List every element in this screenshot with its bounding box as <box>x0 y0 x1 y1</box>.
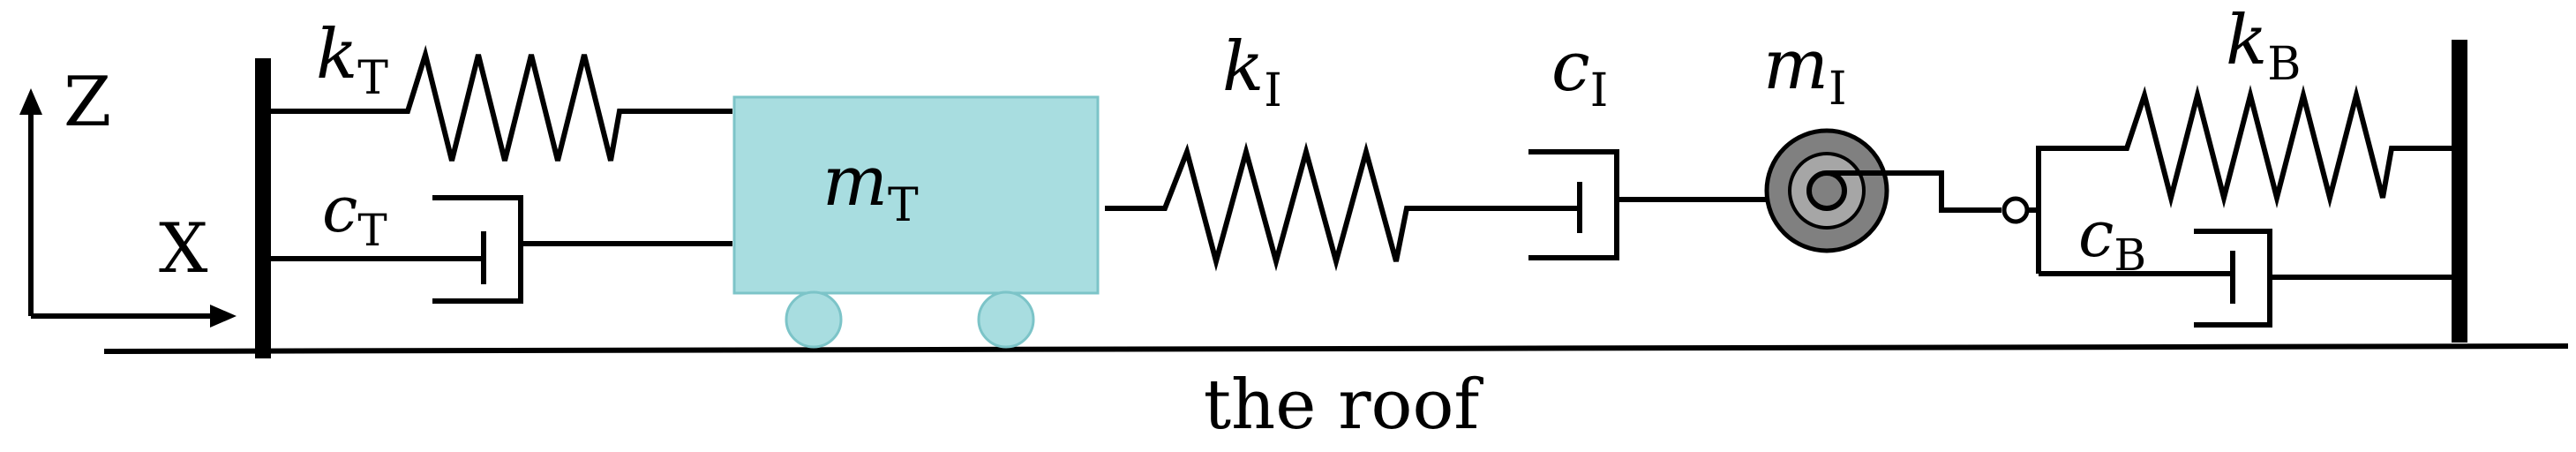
spring-kT <box>263 44 732 162</box>
x-arrowhead <box>210 305 237 328</box>
z-arrowhead <box>19 88 42 115</box>
wheel-left <box>785 290 843 349</box>
label-kI: kI <box>1222 27 1282 117</box>
spring-kB <box>2039 85 2460 208</box>
label-cB: cB <box>2078 197 2146 281</box>
damper-cB <box>2039 229 2460 328</box>
x-axis-label: X <box>159 209 208 289</box>
ground-label: the roof <box>1204 365 1484 445</box>
damper-cI <box>1407 149 1787 260</box>
label-kT: kT <box>316 15 388 105</box>
z-axis-label: Z <box>64 63 111 142</box>
axes-indicator: Z X <box>19 63 237 328</box>
label-cT: cT <box>322 172 387 256</box>
inerter-mI <box>1764 128 2001 253</box>
label-mI: mI <box>1763 26 1847 116</box>
damper-cT <box>263 195 732 304</box>
spring-kI <box>1105 141 1543 272</box>
label-mT: mT <box>822 142 919 232</box>
hinge-joint <box>2001 196 2030 224</box>
mass-body <box>732 95 1100 295</box>
label-kB: kB <box>2226 1 2301 91</box>
roof-line <box>103 343 2569 354</box>
mass-mT <box>732 95 1100 349</box>
label-cI: cI <box>1551 27 1608 117</box>
wheel-right <box>977 290 1035 349</box>
